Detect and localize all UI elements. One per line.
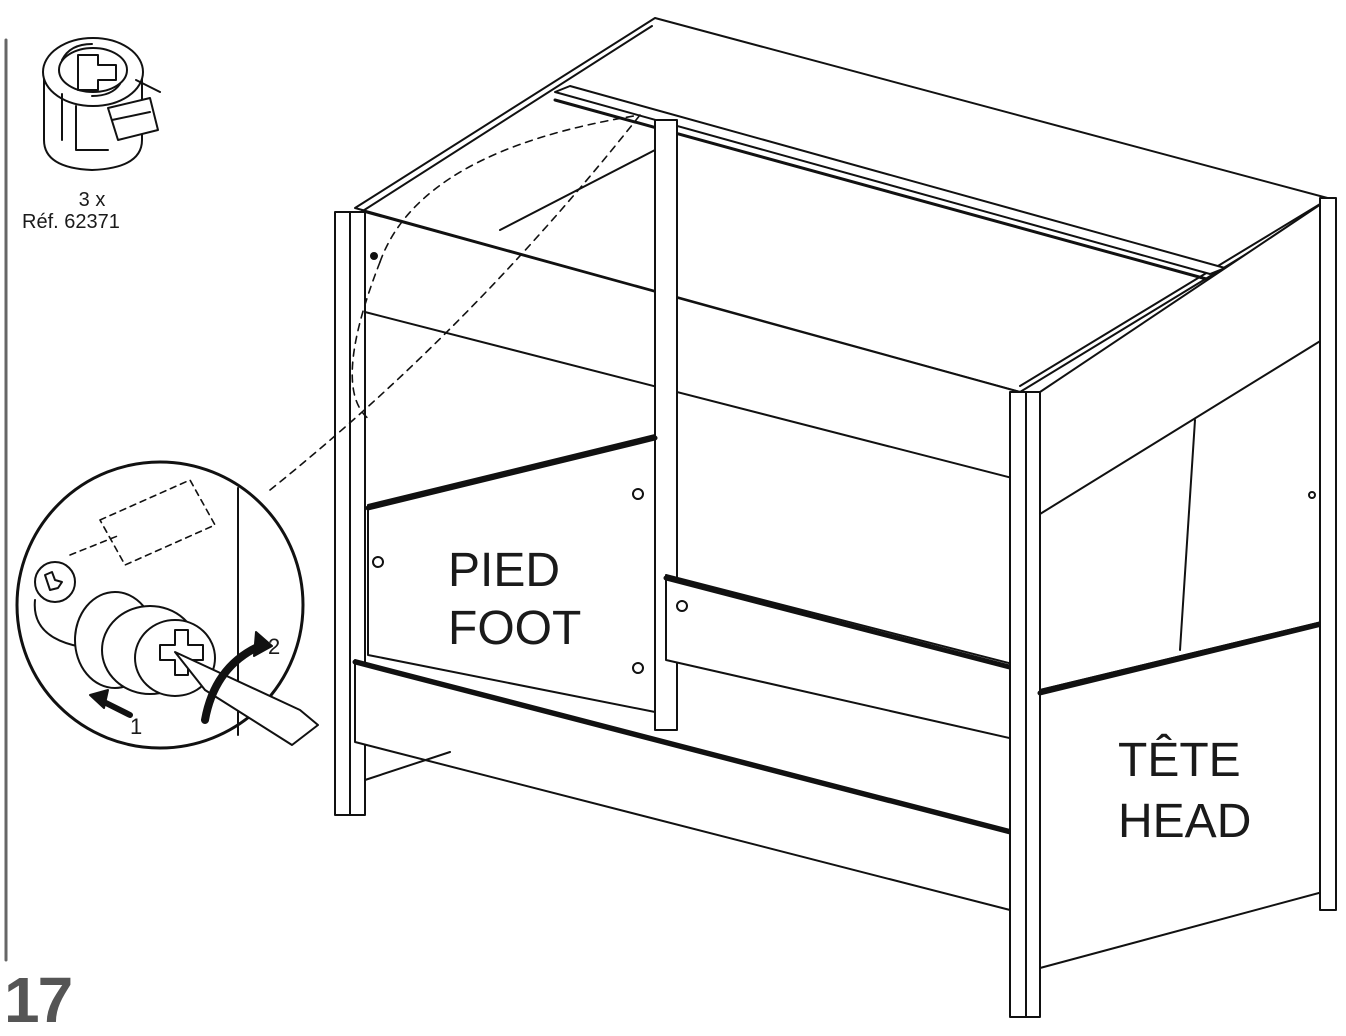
detail-callout-lines — [269, 114, 641, 491]
part-reference: Réf. 62371 — [22, 211, 120, 233]
foot-panel — [367, 434, 656, 713]
step-number: 17 — [4, 964, 73, 1036]
part-quantity: 3 x — [78, 189, 106, 211]
detail-magnifier — [15, 460, 319, 750]
foot-label-en: FOOT — [448, 602, 582, 655]
cam-lock-fitting-icon — [42, 37, 161, 171]
head-label-fr: TÊTE — [1118, 734, 1241, 787]
screwdriver-tighten-icon — [174, 651, 319, 746]
detail-step-one: 1 — [130, 714, 143, 739]
rear-right-post — [1319, 197, 1337, 911]
detail-step-two: 2 — [268, 634, 281, 659]
head-label-en: HEAD — [1118, 795, 1252, 848]
bed-frame — [334, 17, 1337, 1018]
arrow-2 — [201, 641, 266, 724]
foot-label-fr: PIED — [448, 544, 561, 597]
